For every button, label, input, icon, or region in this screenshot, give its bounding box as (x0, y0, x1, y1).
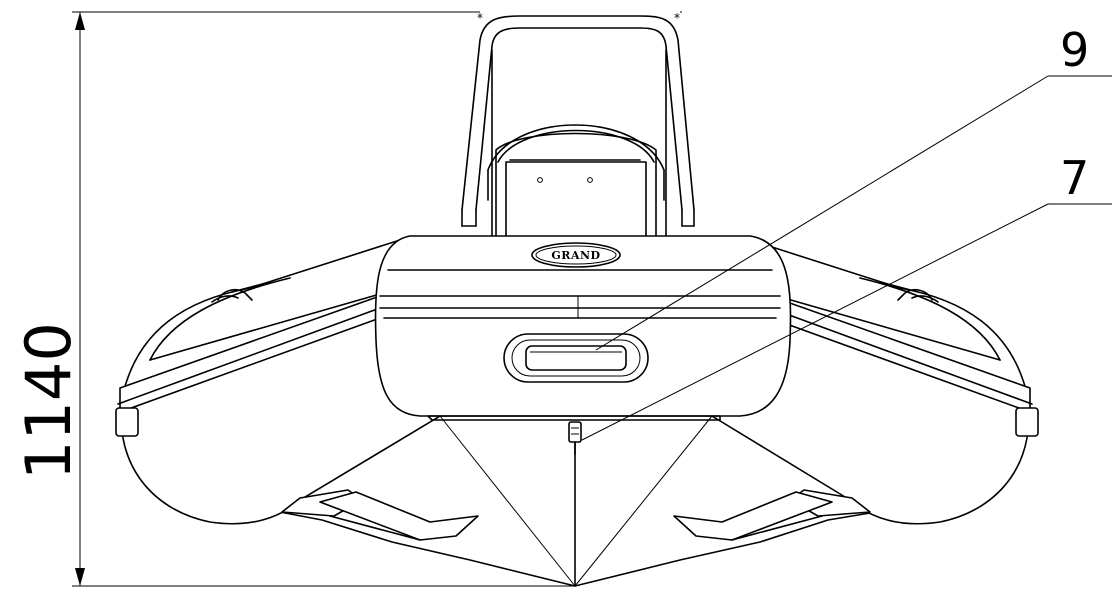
left-tube (115, 239, 441, 525)
callout-9: 9 (595, 23, 1112, 351)
drain-valve (568, 421, 582, 443)
seat-back-panel (505, 161, 647, 239)
callout-9-label: 9 (1060, 23, 1089, 77)
grab-bar-frame (461, 15, 695, 237)
dimension-arrow-top (75, 12, 85, 30)
dimension-value: 1140 (12, 322, 85, 480)
transom: GRAND (374, 235, 792, 421)
left-tube-end-cap (115, 407, 139, 437)
right-tube-end-cap (1015, 407, 1039, 437)
callout-7-label: 7 (1060, 151, 1089, 205)
svg-text:*: * (674, 11, 680, 25)
logo-text: GRAND (551, 249, 600, 262)
callout-9-leader (595, 75, 1049, 351)
seat-backrest (487, 124, 665, 239)
left-skeg (281, 489, 479, 541)
height-dimension: 1140 * * (12, 11, 682, 587)
callout-7: 7 (581, 151, 1112, 441)
right-tube (711, 239, 1039, 525)
svg-text:*: * (477, 11, 483, 25)
callout-7-leader (581, 203, 1049, 441)
hull-underside (279, 411, 877, 587)
dimension-arrow-bottom (75, 568, 85, 586)
stern-handle (503, 333, 649, 383)
grand-logo: GRAND (531, 242, 621, 268)
right-skeg (673, 489, 871, 541)
